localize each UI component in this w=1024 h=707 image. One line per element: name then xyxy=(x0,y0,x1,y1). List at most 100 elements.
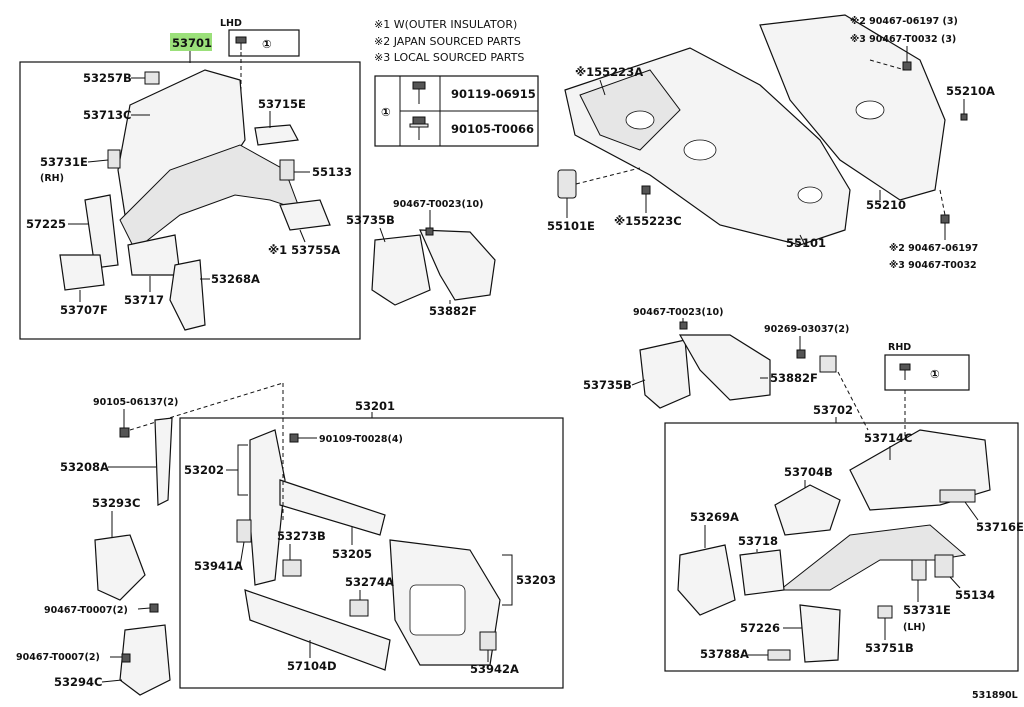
part-label-53269a[interactable]: 53269A xyxy=(690,510,739,524)
part-label-90105-06137[interactable]: 90105-06137(2) xyxy=(93,397,178,408)
part-label-53714c[interactable]: 53714C xyxy=(864,431,912,445)
liner-53882f-part-a xyxy=(419,229,496,301)
part-label-53882f-b[interactable]: 53882F xyxy=(770,371,818,385)
brace-53208a-part xyxy=(154,417,173,506)
part-label-90109-t0028[interactable]: 90109-T0028(4) xyxy=(319,434,403,445)
fender-liner-lower: 90467-T0023(10) 90269-03037(2) 53735B 53… xyxy=(583,307,849,409)
bolt-icon xyxy=(119,427,130,438)
upper-support-53205-part xyxy=(279,479,386,536)
clip-icon xyxy=(902,61,912,71)
part-label-155223a[interactable]: ※155223A xyxy=(575,65,643,79)
part-label-53701[interactable]: 53701 xyxy=(172,36,212,50)
bracket-53268a-part xyxy=(169,259,206,331)
lh-note: (LH) xyxy=(903,622,926,633)
part-label-53704b[interactable]: 53704B xyxy=(784,465,833,479)
part-label-53293c[interactable]: 53293C xyxy=(92,496,140,510)
part-label-90467-06197-b[interactable]: ※2 90467-06197 xyxy=(889,243,978,254)
part-label-53707f[interactable]: 53707F xyxy=(60,303,108,317)
flange-bolt-icon xyxy=(409,116,429,140)
lower-support-57104d-part xyxy=(244,589,391,671)
bracket-57226-part xyxy=(799,604,841,663)
lhd-assembly: LHD ① 53701 53257B 53713C 53715E 53731E … xyxy=(19,18,361,340)
part-label-53941a[interactable]: 53941A xyxy=(194,559,243,573)
part-label-53755a[interactable]: ※1 53755A xyxy=(268,243,340,257)
bracket-line-53202 xyxy=(237,444,248,496)
part-label-90467-t0023-a[interactable]: 90467-T0023(10) xyxy=(393,199,483,210)
part-label-55101[interactable]: 55101 xyxy=(786,236,826,250)
part-label-53788a[interactable]: 53788A xyxy=(700,647,749,661)
part-label-53273b[interactable]: 53273B xyxy=(277,529,326,543)
part-label-53882f-a[interactable]: 53882F xyxy=(429,304,477,318)
part-label-55210[interactable]: 55210 xyxy=(866,198,906,212)
legend-part-2[interactable]: 90105-T0066 xyxy=(451,122,534,136)
plate-55133-part xyxy=(279,159,295,181)
rhd-tag: RHD xyxy=(888,342,911,353)
part-label-90269-03037[interactable]: 90269-03037(2) xyxy=(764,324,849,335)
bracket-53731e-lh-part xyxy=(911,559,927,581)
part-label-53735b-a[interactable]: 53735B xyxy=(346,213,395,227)
part-label-90467-t0007-a[interactable]: 90467-T0007(2) xyxy=(44,605,128,616)
plate-icon xyxy=(819,355,837,373)
legend-note-1: ※1 W(OUTER INSULATOR) xyxy=(374,18,517,31)
part-label-53715e[interactable]: 53715E xyxy=(258,97,306,111)
part-label-90467-t0007-b[interactable]: 90467-T0007(2) xyxy=(16,652,100,663)
liner-53882f-part-b xyxy=(678,334,771,401)
part-label-53731e-rh[interactable]: 53731E xyxy=(40,155,88,169)
lhd-symbol: ① xyxy=(262,37,272,51)
legend-note-2: ※2 JAPAN SOURCED PARTS xyxy=(374,35,521,48)
clip-icon xyxy=(121,653,131,663)
part-label-90467-t0032-a[interactable]: ※3 90467-T0032 (3) xyxy=(850,34,956,45)
part-label-53942a[interactable]: 53942A xyxy=(470,662,519,676)
part-label-55101e[interactable]: 55101E xyxy=(547,219,595,233)
part-label-90467-t0032-b[interactable]: ※3 90467-T0032 xyxy=(889,260,977,271)
rhd-symbol: ① xyxy=(930,367,940,381)
part-label-53201[interactable]: 53201 xyxy=(355,399,395,413)
part-label-53203[interactable]: 53203 xyxy=(516,573,556,587)
diagram-code: 531890L xyxy=(972,690,1018,701)
part-label-53294c[interactable]: 53294C xyxy=(54,675,102,689)
clip-53257b-part xyxy=(144,71,160,85)
bracket-53718-part xyxy=(739,549,785,596)
fender-liner-upper: 90467-T0023(10) 53735B 53882F xyxy=(346,199,496,318)
part-label-53731e-lh[interactable]: 53731E xyxy=(903,603,951,617)
part-label-55210a[interactable]: 55210A xyxy=(946,84,995,98)
part-label-53257b[interactable]: 53257B xyxy=(83,71,132,85)
part-label-55134[interactable]: 55134 xyxy=(955,588,995,602)
part-label-53718[interactable]: 53718 xyxy=(738,534,778,548)
bolt-icon xyxy=(289,433,299,443)
bracket-line-53203 xyxy=(502,554,513,606)
part-label-53205[interactable]: 53205 xyxy=(332,547,372,561)
clip-icon xyxy=(940,214,950,224)
liner-53735b-part-a xyxy=(371,234,431,306)
part-label-53208a[interactable]: 53208A xyxy=(60,460,109,474)
part-label-90467-06197-a[interactable]: ※2 90467-06197 (3) xyxy=(850,16,958,27)
bracket-53942a-part xyxy=(479,631,497,651)
part-label-55133[interactable]: 55133 xyxy=(312,165,352,179)
part-label-57226[interactable]: 57226 xyxy=(740,621,780,635)
part-label-57225[interactable]: 57225 xyxy=(26,217,66,231)
part-label-53702[interactable]: 53702 xyxy=(813,403,853,417)
legend-symbol: ① xyxy=(381,105,391,119)
part-label-53713c[interactable]: 53713C xyxy=(83,108,131,122)
seal-53293c-part xyxy=(94,534,146,601)
part-label-53735b-b[interactable]: 53735B xyxy=(583,378,632,392)
part-label-90467-t0023-b[interactable]: 90467-T0023(10) xyxy=(633,307,723,318)
legend-part-1[interactable]: 90119-06915 xyxy=(451,87,536,101)
part-label-57104d[interactable]: 57104D xyxy=(287,659,337,673)
seal-53294c-part xyxy=(119,624,171,696)
part-label-53717[interactable]: 53717 xyxy=(124,293,164,307)
clip-icon xyxy=(679,321,688,330)
bracket-53715e-part xyxy=(254,124,299,146)
part-label-53202[interactable]: 53202 xyxy=(184,463,224,477)
part-label-53751b[interactable]: 53751B xyxy=(865,641,914,655)
highlight-marker xyxy=(170,33,212,51)
part-label-53274a[interactable]: 53274A xyxy=(345,575,394,589)
bolt-icon xyxy=(412,81,426,104)
part-label-53268a[interactable]: 53268A xyxy=(211,272,260,286)
clip-53751b-part xyxy=(877,605,893,619)
bracket-53941a-part xyxy=(236,519,252,543)
clip-icon xyxy=(641,185,651,195)
part-label-155223c[interactable]: ※155223C xyxy=(614,214,682,228)
part-label-53716e[interactable]: 53716E xyxy=(976,520,1024,534)
